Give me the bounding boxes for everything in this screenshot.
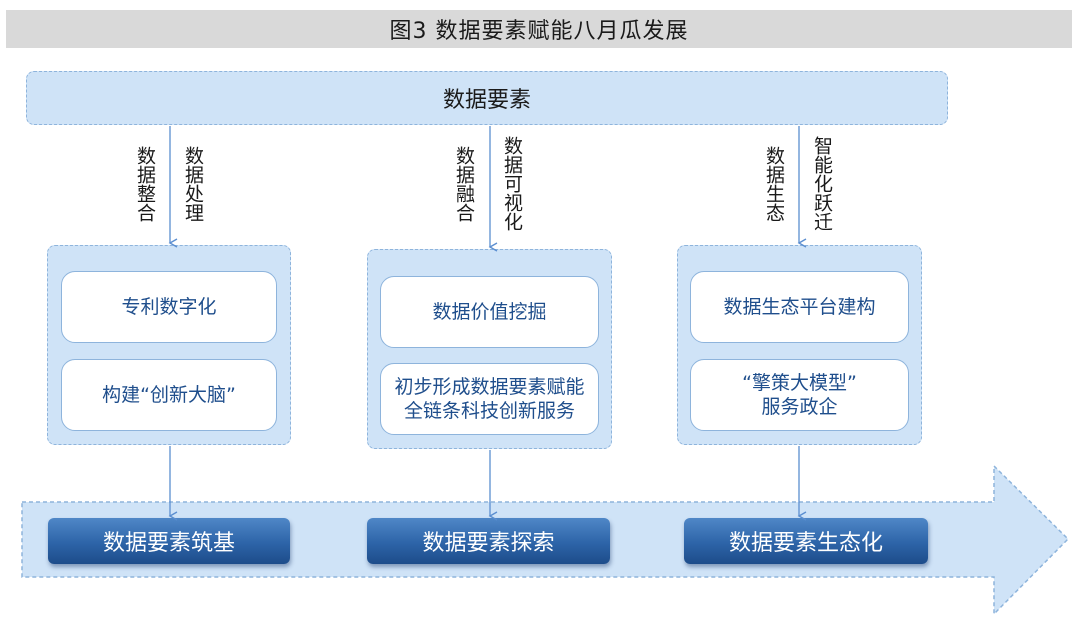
label-data-integration: 数据整合 — [134, 146, 156, 222]
stage3-group: 数据生态平台建构 “擎策大模型” 服务政企 — [677, 245, 922, 445]
figure-title: 图3 数据要素赋能八月瓜发展 — [6, 10, 1072, 48]
label-data-visualization: 数据可视化 — [501, 136, 523, 231]
stage1-group: 专利数字化 构建“创新大脑” — [47, 245, 291, 445]
data-value-mining-box: 数据价值挖掘 — [380, 276, 599, 348]
ecology-platform-box: 数据生态平台建构 — [690, 271, 909, 343]
stage-ecologization-pill: 数据要素生态化 — [684, 518, 928, 564]
qingce-model-box: “擎策大模型” 服务政企 — [690, 359, 909, 431]
label-data-ecology: 数据生态 — [763, 146, 785, 222]
stage2-group: 数据价值挖掘 初步形成数据要素赋能 全链条科技创新服务 — [367, 249, 612, 449]
full-chain-service-box: 初步形成数据要素赋能 全链条科技创新服务 — [380, 363, 599, 435]
patent-digitization-box: 专利数字化 — [61, 271, 277, 343]
label-data-processing: 数据处理 — [182, 146, 204, 222]
label-data-fusion: 数据融合 — [453, 146, 475, 222]
stage-exploration-pill: 数据要素探索 — [367, 518, 610, 564]
innovation-brain-box: 构建“创新大脑” — [61, 359, 277, 431]
label-intelligent-leap: 智能化跃迁 — [811, 136, 833, 231]
data-elements-bar: 数据要素 — [26, 71, 948, 125]
stage-foundation-pill: 数据要素筑基 — [48, 518, 290, 564]
